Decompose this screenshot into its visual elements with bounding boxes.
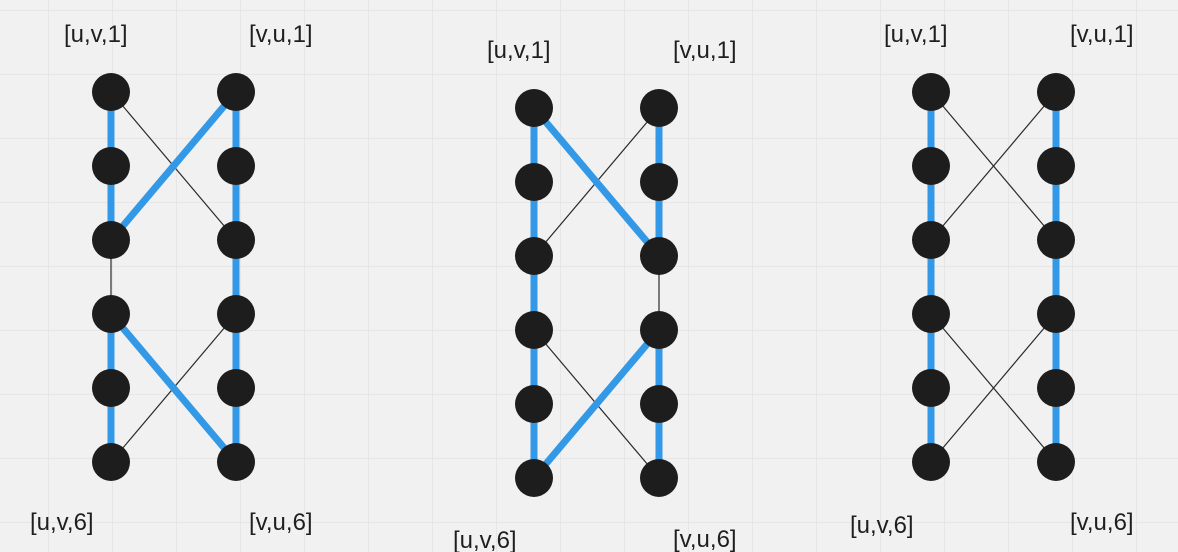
diagram-3-node-L5: [912, 369, 950, 407]
diagram-1-thick-edge-L3-R1: [108, 89, 239, 243]
diagram-3-node-L1: [912, 73, 950, 111]
diagram-1-node-R4: [217, 295, 255, 333]
diagram-2-node-R3: [640, 237, 678, 275]
diagram-2-node-L1: [515, 89, 553, 127]
diagram-1-node-L6: [92, 443, 130, 481]
diagram-3-node-R1: [1037, 73, 1075, 111]
diagram-1-node-L4: [92, 295, 130, 333]
diagram-3-node-R2: [1037, 147, 1075, 185]
diagram-2-thick-edge-L6-R4: [531, 327, 662, 481]
diagram-2-node-L5: [515, 385, 553, 423]
nodes-layer: [92, 73, 1075, 497]
diagram-3-node-L3: [912, 221, 950, 259]
diagram-1-node-R2: [217, 147, 255, 185]
diagram-2-node-L6: [515, 459, 553, 497]
diagram-3-node-L6: [912, 443, 950, 481]
diagram-2-label-top-right: [v,u,1]: [673, 37, 737, 64]
diagram-3-label-bottom-right: [v,u,6]: [1070, 509, 1134, 536]
diagram-1-label-top-right: [v,u,1]: [249, 21, 313, 48]
diagram-1-node-R3: [217, 221, 255, 259]
diagram-2-thick-edge-L1-R3: [531, 105, 662, 259]
diagram-1-node-R6: [217, 443, 255, 481]
diagram-2-node-L3: [515, 237, 553, 275]
diagram-3-label-bottom-left: [u,v,6]: [850, 512, 914, 539]
diagram-3-label-top-right: [v,u,1]: [1070, 21, 1134, 48]
labels-layer: [u,v,1] [v,u,1] [u,v,6] [v,u,6] [u,v,1] …: [30, 21, 1134, 552]
diagram-2-node-L4: [515, 311, 553, 349]
diagram-1-node-L3: [92, 221, 130, 259]
diagram-2-node-R5: [640, 385, 678, 423]
diagram-3-thin-edge-L3-R1: [930, 91, 1057, 241]
diagram-3-node-R3: [1037, 221, 1075, 259]
diagram-1-node-L2: [92, 147, 130, 185]
diagram-3-label-top-left: [u,v,1]: [884, 21, 948, 48]
diagram-1-label-top-left: [u,v,1]: [64, 21, 128, 48]
diagram-1-thick-edge-L4-R6: [108, 311, 239, 465]
diagram-3-thin-edge-L6-R4: [930, 313, 1057, 463]
diagram-2-label-top-left: [u,v,1]: [487, 37, 551, 64]
diagram-3-node-L2: [912, 147, 950, 185]
diagram-2-node-R2: [640, 163, 678, 201]
diagram-2-node-R4: [640, 311, 678, 349]
diagram-3-node-R5: [1037, 369, 1075, 407]
diagram-1-label-bottom-right: [v,u,6]: [249, 509, 313, 536]
diagram-1-node-L1: [92, 73, 130, 111]
diagram-1-node-R1: [217, 73, 255, 111]
diagram-1-label-bottom-left: [u,v,6]: [30, 509, 94, 536]
diagram-3-node-R4: [1037, 295, 1075, 333]
diagram-1-node-R5: [217, 369, 255, 407]
diagram-1-node-L5: [92, 369, 130, 407]
edges-layer: [107, 89, 1060, 481]
diagram-2-node-L2: [515, 163, 553, 201]
diagram-3-node-L4: [912, 295, 950, 333]
diagram-3-node-R6: [1037, 443, 1075, 481]
diagram-2-label-bottom-left: [u,v,6]: [453, 527, 517, 552]
diagram-2-node-R6: [640, 459, 678, 497]
diagram-2-node-R1: [640, 89, 678, 127]
diagram-2-label-bottom-right: [v,u,6]: [673, 526, 737, 552]
